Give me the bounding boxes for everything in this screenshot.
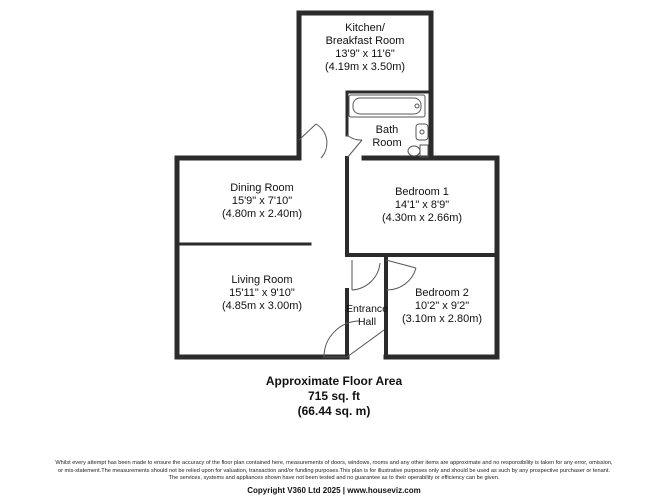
bedroom2-metric: (3.10m x 2.80m) xyxy=(401,313,483,325)
bathroom-name-line1: Bath xyxy=(375,124,399,136)
living-room-name: Living Room xyxy=(231,274,293,286)
dining-room-name: Dining Room xyxy=(230,182,294,194)
living-room-metric: (4.85m x 3.00m) xyxy=(221,300,303,312)
entrance-hall-label: Entrance Hall xyxy=(342,303,392,328)
entrance-hall-name-line1: Entrance xyxy=(345,303,389,315)
toilet-icon xyxy=(419,144,429,158)
bedroom1-imperial: 14'1" x 8'9" xyxy=(394,199,450,211)
bathroom-name-line2: Room xyxy=(372,137,402,149)
kitchen-metric: (4.19m x 3.50m) xyxy=(324,61,406,73)
sink-icon xyxy=(415,123,429,141)
outer-wall-left xyxy=(174,155,350,360)
dining-room-label: Dining Room 15'9" x 7'10" (4.80m x 2.40m… xyxy=(192,182,332,221)
bedroom1-label: Bedroom 1 14'1" x 8'9" (4.30m x 2.66m) xyxy=(352,186,492,225)
floor-area-sqm: (66.44 sq. m) xyxy=(297,404,371,418)
kitchen-name-line1: Kitchen/ xyxy=(345,22,385,34)
bedroom2-imperial: 10'2" x 9'2" xyxy=(414,300,470,312)
copyright-notice: Copyright V360 Ltd 2025 | www.houseviz.c… xyxy=(247,486,421,495)
fixtures xyxy=(348,94,429,158)
disclaimer-line2: or mis-statement.The measurements should… xyxy=(58,467,610,474)
dining-room-imperial: 15'9" x 7'10" xyxy=(231,195,293,207)
floor-area-sqft: 715 sq. ft xyxy=(307,389,361,403)
living-room-imperial: 15'11" x 9'10" xyxy=(229,287,295,299)
kitchen-label: Kitchen/ Breakfast Room 13'9" x 11'6" (4… xyxy=(300,22,430,74)
disclaimer: Whilst every attempt has been made to en… xyxy=(4,460,664,483)
bedroom1-metric: (4.30m x 2.66m) xyxy=(381,212,463,224)
bathtub-icon xyxy=(348,94,426,118)
entrance-hall-name-line2: Hall xyxy=(357,315,377,328)
disclaimer-line3: The services, systems and appliances sho… xyxy=(168,475,500,481)
floor-area-title: Approximate Floor Area xyxy=(265,374,403,388)
outer-wall-right xyxy=(361,155,500,360)
doors xyxy=(298,123,417,358)
disclaimer-line1: Whilst every attempt has been made to en… xyxy=(55,460,613,466)
kitchen-wall-left xyxy=(296,10,434,161)
bedroom2-label: Bedroom 2 10'2" x 9'2" (3.10m x 2.80m) xyxy=(388,287,496,326)
bathroom-label: Bath Room xyxy=(364,124,410,150)
kitchen-imperial: 13'9" x 11'6" xyxy=(335,48,395,60)
bedroom2-name: Bedroom 2 xyxy=(415,287,469,299)
dining-room-metric: (4.80m x 2.40m) xyxy=(221,208,303,220)
walls xyxy=(174,10,500,360)
living-room-label: Living Room 15'11" x 9'10" (4.85m x 3.00… xyxy=(192,274,332,313)
bedroom1-name: Bedroom 1 xyxy=(395,186,449,198)
floor-area-summary: Approximate Floor Area 715 sq. ft (66.44… xyxy=(0,374,668,419)
kitchen-name-line2: Breakfast Room xyxy=(325,35,405,47)
